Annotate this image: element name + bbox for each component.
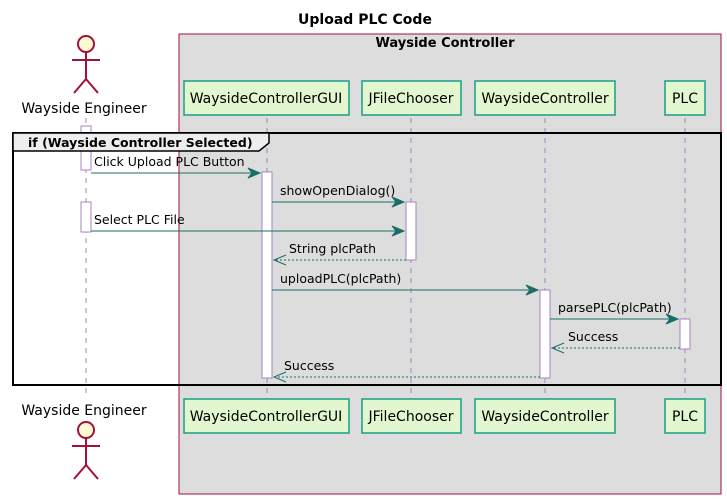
- fragment-tab: [12, 132, 270, 152]
- message-label-8: Success: [284, 358, 334, 373]
- arrowhead-4: [272, 254, 287, 266]
- diagram-title: Upload PLC Code: [298, 12, 432, 28]
- actor-label-bottom: Wayside Engineer: [21, 403, 147, 419]
- participant-label: PLC: [672, 409, 698, 425]
- actor-figure-bottom: [72, 421, 100, 480]
- participant-gui-bottom: WaysideControllerGUI: [183, 398, 350, 434]
- participant-box: [664, 80, 706, 116]
- participant-box: [361, 80, 462, 116]
- arrowhead-2: [391, 196, 406, 208]
- activation-plc: [679, 318, 691, 350]
- message-label-1: Click Upload PLC Button: [94, 154, 245, 169]
- participant-chooser-top: JFileChooser: [361, 80, 462, 116]
- actor-figure-top: [72, 35, 100, 94]
- activation-actor-2: [80, 201, 92, 233]
- participant-box: [183, 80, 350, 116]
- message-label-5: uploadPLC(plcPath): [280, 271, 401, 286]
- activation-gui: [261, 171, 273, 379]
- actor-head-bottom: [77, 421, 95, 439]
- arrowhead-8: [272, 371, 287, 383]
- arrowhead-6: [665, 313, 680, 325]
- participant-label: WaysideControllerGUI: [190, 409, 343, 425]
- participant-box: [664, 398, 706, 434]
- participant-plc-bottom: PLC: [664, 398, 706, 434]
- activation-chooser: [405, 201, 417, 261]
- participant-box: [361, 398, 462, 434]
- message-label-3: Select PLC File: [94, 212, 185, 227]
- participant-box: [474, 398, 616, 434]
- message-label-7: Success: [568, 329, 618, 344]
- participant-box: [474, 80, 616, 116]
- participant-label: PLC: [672, 91, 698, 107]
- arrowhead-1: [247, 167, 262, 179]
- box-title: Wayside Controller: [376, 36, 516, 51]
- fragment-if: if (Wayside Controller Selected): [12, 132, 722, 386]
- message-label-6: parsePLC(plcPath): [558, 300, 672, 315]
- participant-controller-top: WaysideController: [474, 80, 616, 116]
- participant-label: WaysideController: [481, 91, 609, 107]
- activation-controller: [539, 289, 551, 379]
- participant-label: JFileChooser: [368, 409, 454, 425]
- participant-label: WaysideController: [481, 409, 609, 425]
- messages: Click Upload PLC Button showOpenDialog()…: [91, 154, 680, 383]
- arrowhead-7: [550, 342, 565, 354]
- actor-head-top: [77, 35, 95, 53]
- participant-label: JFileChooser: [368, 91, 454, 107]
- message-label-4: String plcPath: [289, 241, 376, 256]
- actor-body-bottom: [72, 438, 100, 480]
- participant-label: WaysideControllerGUI: [190, 91, 343, 107]
- participant-box: [183, 398, 350, 434]
- fragment-frame: [12, 132, 722, 386]
- actor-label-top: Wayside Engineer: [21, 101, 147, 117]
- participant-chooser-bottom: JFileChooser: [361, 398, 462, 434]
- participant-plc-top: PLC: [664, 80, 706, 116]
- actor-body-top: [72, 52, 100, 94]
- arrowhead-3: [391, 225, 406, 237]
- arrowhead-5: [525, 284, 540, 296]
- message-label-2: showOpenDialog(): [280, 183, 395, 198]
- participant-controller-bottom: WaysideController: [474, 398, 616, 434]
- participant-gui-top: WaysideControllerGUI: [183, 80, 350, 116]
- fragment-label: if (Wayside Controller Selected): [28, 135, 253, 150]
